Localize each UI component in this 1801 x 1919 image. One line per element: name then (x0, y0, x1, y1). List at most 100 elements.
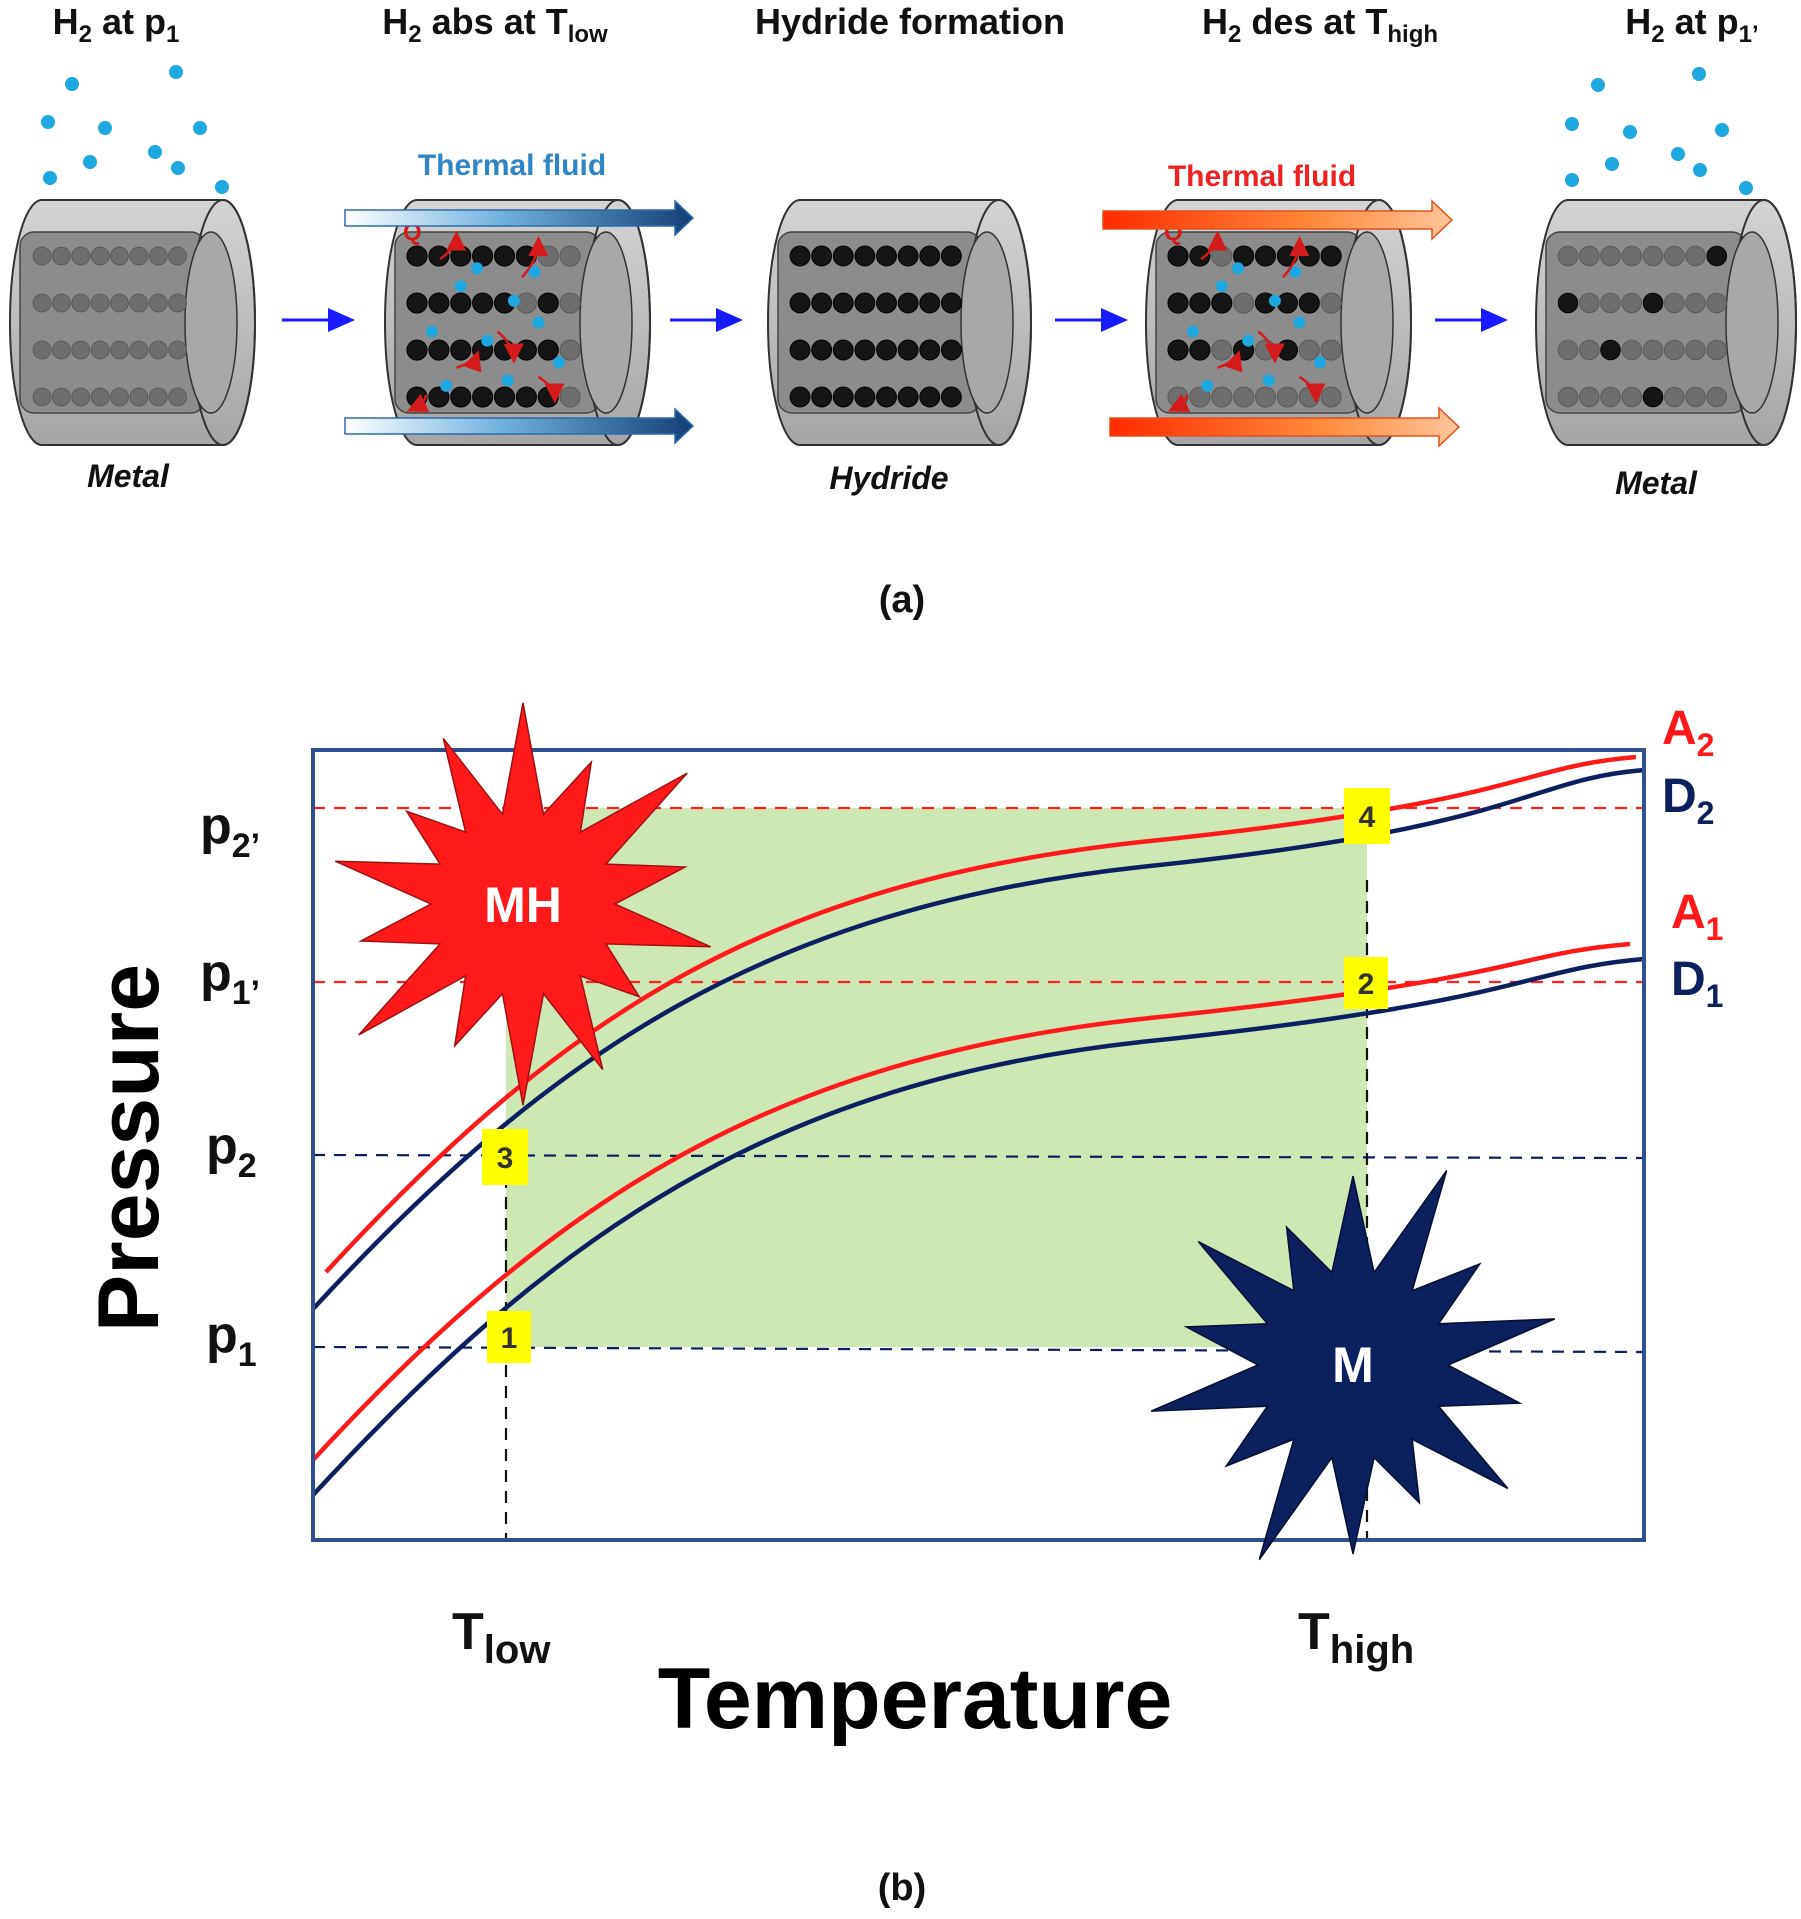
heat-arrow (1200, 230, 1228, 261)
lattice-sphere (1211, 245, 1233, 267)
lattice-sphere (1320, 339, 1342, 361)
lattice-sphere (1642, 339, 1664, 361)
lattice-sphere (1685, 339, 1706, 361)
h2-molecules-left (41, 65, 229, 194)
lattice-sphere (71, 340, 91, 360)
thermal-fluid-cold: Thermal fluid (344, 149, 695, 445)
lattice-sphere (559, 339, 581, 361)
mh-burst-label: MH (484, 877, 562, 933)
isotherm-curves (311, 754, 1645, 1497)
h-atom (1293, 316, 1306, 329)
lattice-sphere (110, 246, 129, 266)
lattice-sphere (940, 386, 962, 408)
curve-a1 (311, 941, 1631, 1462)
panel-a: H2 at p1 H2 abs at Tlow Hydride formatio… (9, 1, 1797, 621)
lattice-sphere (1578, 245, 1600, 267)
lattice-sphere (148, 246, 168, 266)
lattice-sphere (811, 386, 833, 408)
lattice-sphere (1167, 292, 1189, 314)
mh-burst: MH (334, 702, 712, 1106)
h-atom (425, 325, 438, 338)
series-label-a1: A1 (1671, 886, 1723, 947)
panel-b: MH M 1 2 3 4 (81, 702, 1723, 1909)
lattice-sphere (1642, 292, 1664, 314)
lattice-sphere (919, 292, 941, 314)
mh-burst-shape (334, 702, 712, 1106)
lattice-sphere (1320, 292, 1342, 314)
lattice-sphere (854, 339, 876, 361)
lattice-sphere (1685, 292, 1706, 314)
cylinder-hydride (767, 199, 1032, 446)
stage-1-title: H2 at p1 (53, 1, 180, 48)
lattice-sphere (1254, 386, 1277, 408)
lattice-sphere (832, 245, 854, 267)
lattice-sphere (854, 386, 876, 408)
lattice-sphere (472, 386, 494, 408)
lattice-sphere (148, 293, 168, 313)
lattice-sphere (168, 293, 188, 313)
lattice-sphere (450, 339, 472, 361)
lattice-sphere (537, 339, 559, 361)
heat-arrow (439, 230, 467, 261)
cylinder-desorption: Q (1145, 199, 1412, 446)
cylinder-metal-final (1535, 199, 1797, 446)
lattice-sphere (472, 245, 494, 267)
cold-fluid-arrow-bottom (344, 407, 695, 445)
lattice-sphere (1578, 339, 1600, 361)
h-atom (1242, 334, 1255, 347)
point-marker-1: 1 (487, 1311, 531, 1363)
x-axis-title: Temperature (658, 1651, 1173, 1747)
lattice-sphere (1211, 292, 1233, 314)
lattice-sphere (90, 387, 110, 407)
point-marker-4: 4 (1344, 788, 1390, 844)
cylinder-end-inner (579, 231, 633, 414)
heat-arrow (1282, 236, 1310, 279)
lattice-sphere (406, 245, 428, 267)
lattice-sphere (1557, 339, 1579, 361)
heat-arrow (1298, 375, 1326, 404)
point-markers: 1 2 3 4 (482, 788, 1390, 1363)
lattice-sphere (129, 246, 149, 266)
heat-arrow (1257, 330, 1285, 364)
cylinder-end-inner (184, 231, 238, 414)
svg-text:3: 3 (497, 1142, 514, 1175)
lattice-sphere (1685, 386, 1706, 408)
lattice-sphere (1642, 245, 1664, 267)
lattice-sphere (1621, 386, 1643, 408)
lattice-sphere (854, 245, 876, 267)
lattice-sphere (1276, 339, 1298, 361)
lattice-sphere (1320, 386, 1342, 408)
series-label-a2: A2 (1662, 702, 1714, 763)
lattice-sphere (51, 340, 71, 360)
lattice-sphere (1557, 386, 1579, 408)
h-atom (532, 316, 545, 329)
series-labels: A2 D2 A1 D1 (1662, 702, 1723, 1014)
heat-arrow (537, 375, 565, 404)
lattice-sphere (897, 386, 919, 408)
heat-arrow (1167, 393, 1191, 412)
x-tick-tlow: Tlow (452, 1603, 551, 1672)
lattice-sphere (1600, 339, 1621, 361)
hot-fluid-arrow-bottom (1109, 406, 1461, 448)
lattice-sphere (832, 386, 854, 408)
lattice-sphere (168, 387, 188, 407)
heat-arrow (496, 330, 524, 364)
y-axis-title: Pressure (81, 964, 177, 1332)
h-atom (1262, 374, 1275, 387)
h-atom (440, 379, 453, 392)
cylinder-end-inner (960, 231, 1014, 414)
lattice-sphere (493, 386, 516, 408)
lattice-sphere (428, 245, 450, 267)
lattice-sphere (148, 387, 168, 407)
lattice-sphere (90, 340, 110, 360)
lattice-sphere (1663, 292, 1685, 314)
lattice-sphere (406, 339, 428, 361)
h-atom (1268, 294, 1281, 307)
h-atom (1314, 356, 1326, 369)
plot-frame (311, 748, 1646, 1542)
lattice-sphere (1167, 339, 1189, 361)
lattice-sphere (1233, 245, 1255, 267)
lattice-sphere (515, 386, 537, 408)
lattice-sphere (1298, 292, 1320, 314)
cold-fluid-arrow-top (344, 199, 695, 237)
